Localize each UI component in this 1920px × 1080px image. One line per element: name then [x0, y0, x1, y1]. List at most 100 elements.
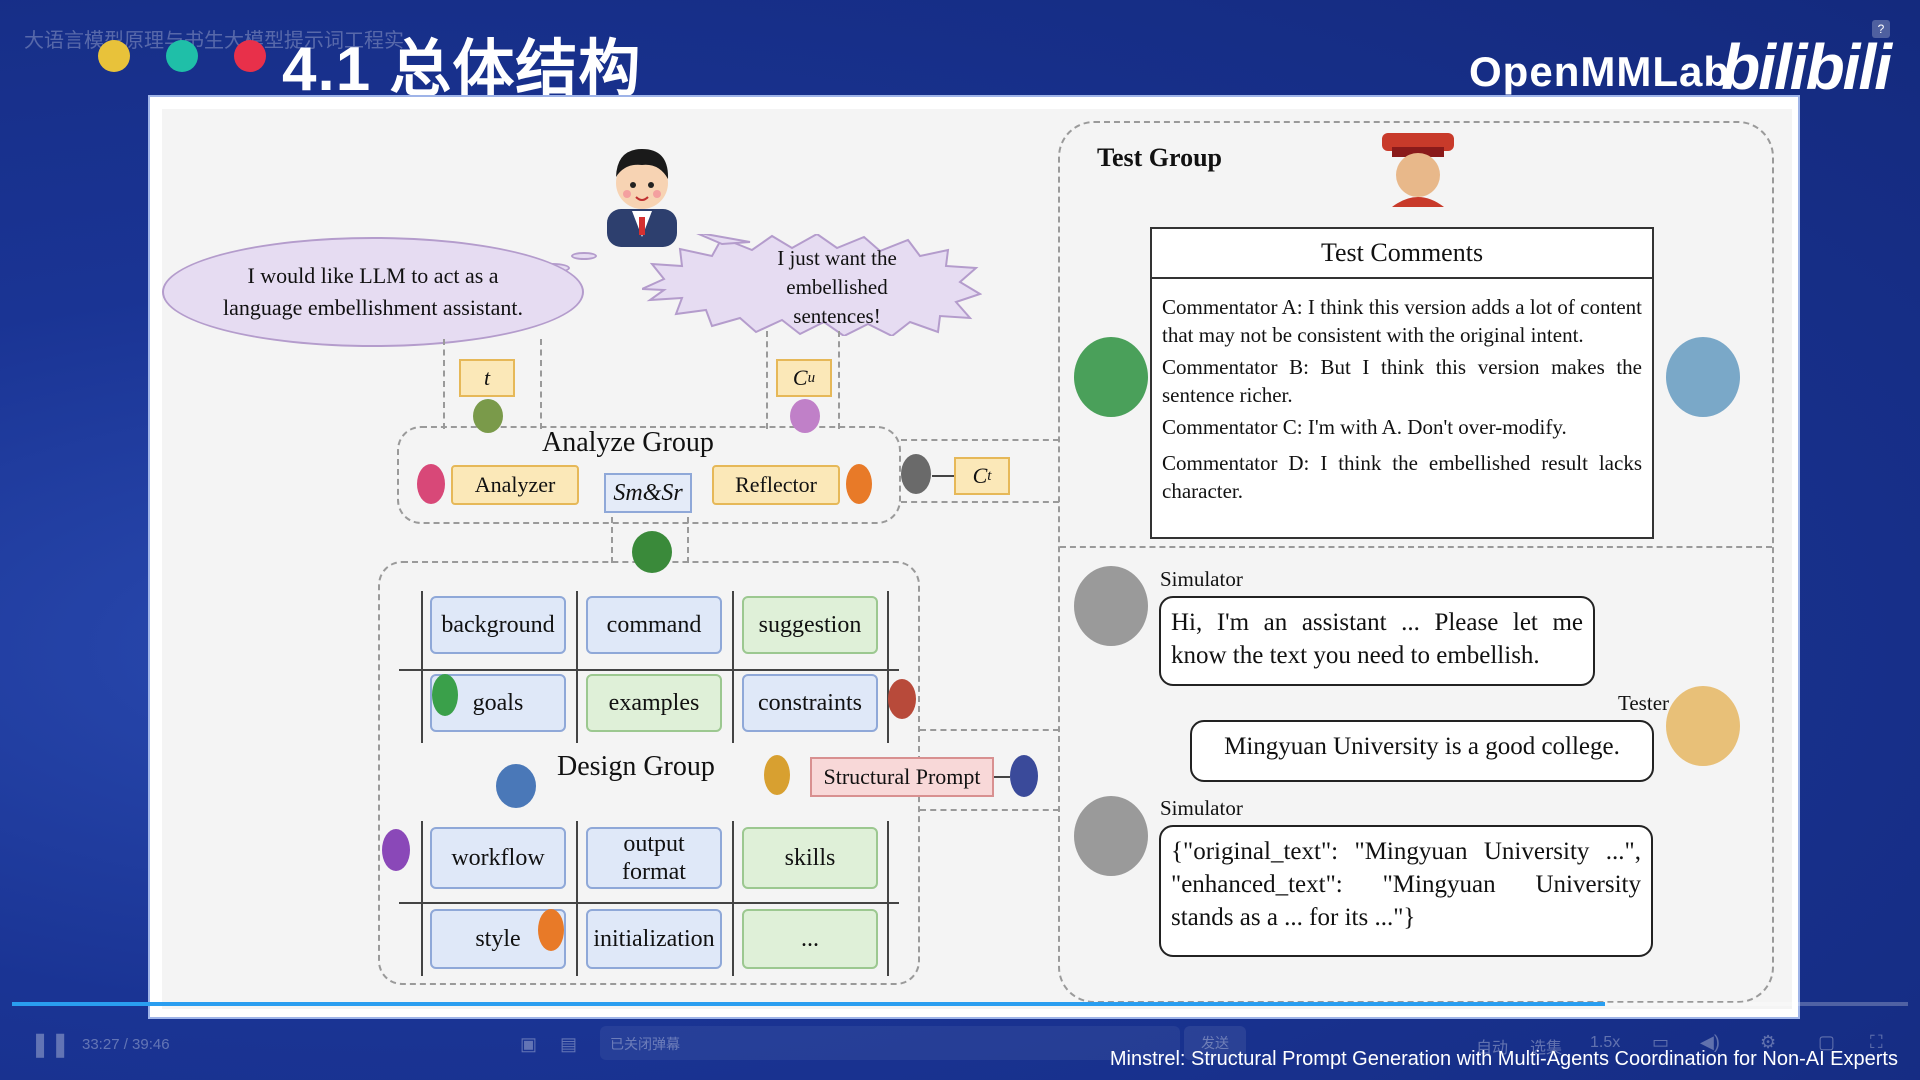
danmaku-input[interactable]: 已关闭弹幕: [600, 1026, 1180, 1060]
slide-panel: I would like LLM to act as a language em…: [148, 95, 1800, 1019]
red-dot-icon: [234, 40, 266, 72]
comment-a: Commentator A: I think this version adds…: [1162, 295, 1642, 347]
user-thought-text: I would like LLM to act as a language em…: [223, 263, 523, 320]
prompt-cell-examples: examples: [586, 674, 722, 732]
prompt-cell-constraints: constraints: [742, 674, 878, 732]
grid-line: [887, 591, 889, 743]
commentator-blue-avatar: [1666, 337, 1740, 417]
user-avatar: [607, 149, 677, 247]
prompt-cell-output-format: output format: [586, 827, 722, 889]
volume-icon[interactable]: ◀): [1700, 1032, 1720, 1052]
quality-button[interactable]: 自动: [1476, 1040, 1509, 1057]
episodes-button[interactable]: 选集: [1530, 1040, 1563, 1057]
prompt-cell-command: command: [586, 596, 722, 654]
analyze-group-border: [397, 426, 901, 524]
reflector-box: Reflector: [712, 465, 840, 505]
tester-message: Mingyuan University is a good college.: [1190, 720, 1654, 782]
structural-prompt-box: Structural Prompt: [810, 757, 994, 797]
simulator-label: Simulator: [1160, 796, 1243, 820]
sm-sr-box: Sm&Sr: [604, 473, 692, 513]
tag-base: C: [792, 365, 808, 390]
dash-connector: [920, 729, 1059, 731]
thought-bubble-dot: [571, 252, 597, 260]
test-leader-avatar: [1382, 133, 1454, 207]
subtitle-icon[interactable]: ▭: [1652, 1032, 1670, 1052]
designer-sprite-icon: [496, 764, 536, 808]
grid-line: [732, 821, 734, 976]
test-group-title: Test Group: [1097, 143, 1222, 172]
yellow-dot-icon: [98, 40, 130, 72]
comment-b: Commentator B: But I think this version …: [1162, 355, 1642, 407]
tag-t: t: [459, 359, 515, 397]
slide-title: 4.1 总体结构: [282, 35, 642, 104]
tag-subscript: u: [807, 369, 816, 386]
coordinator-sprite-icon: [632, 531, 672, 573]
prompt-cell-ellipsis: ...: [742, 909, 878, 969]
analyze-group-title: Analyze Group: [542, 427, 714, 458]
simulator-label: Simulator: [1160, 567, 1243, 591]
fullscreen-icon[interactable]: ⛶: [1870, 1032, 1883, 1052]
test-comments-table: Test Comments Commentator A: I think thi…: [1150, 227, 1654, 539]
grid-line: [887, 821, 889, 976]
prompt-cell-suggestion: suggestion: [742, 596, 878, 654]
comment-c: Commentator C: I'm with A. Don't over-mo…: [1162, 415, 1567, 439]
dash-connector: [901, 501, 1059, 503]
dash-connector: [540, 339, 542, 429]
help-icon[interactable]: ?: [1872, 20, 1890, 38]
tester-label: Tester: [1618, 691, 1670, 715]
prompt-cell-workflow: workflow: [430, 827, 566, 889]
settings-icon[interactable]: ⚙: [1760, 1032, 1777, 1052]
grid-line: [399, 669, 899, 671]
bilibili-logo: bilibili: [1721, 31, 1892, 103]
progress-fill: [12, 1002, 1605, 1006]
test-comments-title: Test Comments: [1152, 229, 1652, 279]
tag-subscript: t: [987, 467, 992, 484]
connector-line: [994, 776, 1010, 778]
pause-icon[interactable]: ❚❚: [30, 1031, 71, 1058]
dash-connector: [443, 339, 445, 429]
user-speech-text: I just want the embellished sentences!: [777, 246, 897, 328]
simulator-avatar: [1074, 796, 1148, 876]
design-sprite-icon: [764, 755, 790, 795]
simulator-avatar: [1074, 566, 1148, 646]
constraints-sprite-icon: [888, 679, 916, 719]
user-thought-cloud: I would like LLM to act as a language em…: [162, 237, 584, 347]
grid-line: [421, 591, 423, 743]
connector-line: [932, 475, 954, 477]
design-group-title: Design Group: [557, 751, 715, 782]
tester-sprite-icon: [901, 454, 931, 494]
teal-dot-icon: [166, 40, 198, 72]
danmaku-settings-icon[interactable]: ▤: [560, 1034, 578, 1054]
agent-sprite-icon: [790, 399, 820, 433]
speech-burst-shape: [642, 234, 982, 336]
dash-connector: [838, 331, 840, 429]
prompt-cell-goals: goals: [430, 674, 566, 732]
prompt-cell-skills: skills: [742, 827, 878, 889]
architecture-figure: I would like LLM to act as a language em…: [162, 109, 1792, 1009]
dash-connector: [766, 331, 768, 429]
simulator-message-1: Hi, I'm an assistant ... Please let me k…: [1159, 596, 1595, 686]
paper-caption: Minstrel: Structural Prompt Generation w…: [1109, 1048, 1898, 1070]
openmmlab-logo: OpenMMLab: [1469, 48, 1730, 95]
dash-connector: [920, 809, 1059, 811]
grid-line: [576, 591, 578, 743]
pip-icon[interactable]: ▢: [1818, 1032, 1836, 1052]
prompt-cell-initialization: initialization: [586, 909, 722, 969]
grid-line: [576, 821, 578, 976]
prompt-cell-background: background: [430, 596, 566, 654]
danmaku-toggle-icon[interactable]: ▣: [520, 1034, 538, 1054]
comment-d: Commentator D: I think the embellished r…: [1162, 451, 1642, 503]
grid-line: [732, 591, 734, 743]
speed-button[interactable]: 1.5x: [1590, 1034, 1621, 1051]
commentator-elf-avatar: [1074, 337, 1148, 417]
analyzer-sprite-icon: [417, 464, 445, 504]
test-divider: [1060, 546, 1772, 548]
prompt-sprite-icon: [1010, 755, 1038, 797]
grid-line: [399, 902, 899, 904]
reflector-sprite-icon: [846, 464, 872, 504]
dash-connector: [687, 517, 689, 563]
send-button[interactable]: 发送: [1184, 1026, 1246, 1060]
agent-sprite-icon: [473, 399, 503, 433]
